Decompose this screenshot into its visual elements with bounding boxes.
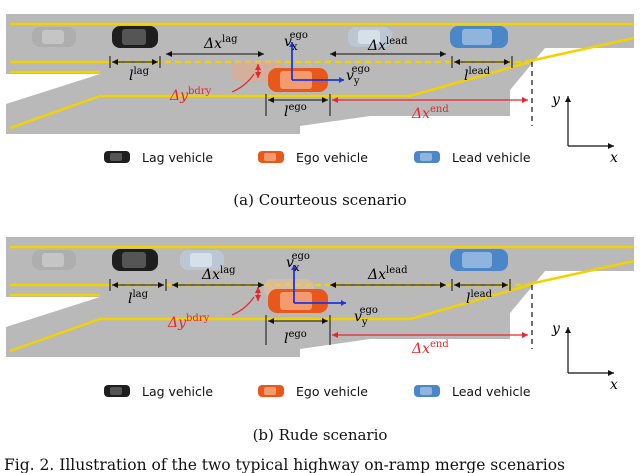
ramp-line-right [370,283,531,321]
lag-vehicle [112,26,158,48]
dy-bdry-annotation: Δybdry [169,64,261,104]
dy-bdry-label: Δybdry [169,86,212,104]
axis-x-label: x [610,150,618,166]
panel-caption-b: (b) Rude scenario [253,426,388,444]
vx-ego-annotation: vxego [286,251,310,303]
l-ego-label: lego [284,329,307,347]
l-lead-annotation: llead [451,56,513,84]
dx-lead-annotation: Δxlead [330,36,446,57]
ghost-vehicle-left [32,250,76,270]
dx-lag-label: Δxlag [201,265,236,283]
vx-ego-label: vxego [286,251,310,274]
l-lead-label: llead [466,289,493,307]
edge-taper-line [524,259,635,287]
l-lead-label: llead [464,66,491,84]
vx-ego-annotation: vxego [284,30,308,80]
axes: y x [551,321,618,393]
dx-lead-label: Δxlead [367,36,408,54]
l-lag-annotation: llag [109,56,161,84]
l-ego-annotation: lego [265,315,331,347]
l-lead-annotation: llead [451,279,511,307]
edge-taper-line [524,36,635,64]
dx-lead-annotation: Δxlead [330,265,446,288]
dx-lag-annotation: Δxlag [172,265,264,288]
axis-x-label: x [610,377,618,393]
lag-vehicle [112,249,158,271]
axes: y x [551,92,618,166]
legend: Lag vehicle Ego vehicle Lead vehicle [104,150,531,165]
dy-bdry-annotation: Δybdry [167,287,261,331]
l-ego-annotation: lego [265,94,331,120]
dx-lead-label: Δxlead [367,265,408,283]
panel-caption-a: (a) Courteous scenario [233,191,406,209]
figure-caption: Fig. 2. Illustration of the two typical … [4,456,565,473]
l-lag-annotation: llag [109,279,167,307]
legend-lag: Lag vehicle [142,150,213,165]
legend-ego-icon [258,385,284,397]
vy-ego-label: vyego [346,64,370,87]
legend-lead: Lead vehicle [452,150,531,165]
legend-lag-icon [104,151,130,163]
ramp-line-left [9,94,370,130]
legend-lead: Lead vehicle [452,384,531,399]
vy-ego-annotation: vyego [292,64,370,87]
ego-vehicle [268,289,328,313]
axis-y-label: y [551,321,561,337]
l-lag-label: llag [128,289,149,307]
l-ego-label: lego [284,102,307,120]
dx-lag-label: Δxlag [203,34,238,52]
legend-ego: Ego vehicle [296,150,368,165]
legend: Lag vehicle Ego vehicle Lead vehicle [104,384,531,399]
dx-lag-annotation: Δxlag [166,34,264,57]
dy-bdry-label: Δybdry [167,313,210,331]
ramp-line-right [370,60,531,98]
lead-vehicle [450,249,508,271]
dx-end-annotation: Δxend [332,62,533,126]
l-lag-label: llag [129,66,150,84]
panel-courteous: llag Δxlag vxego vyego Δxlead llead Δybd… [6,14,635,209]
ghost-vehicle-lag [180,250,224,270]
vx-ego-label: vxego [284,30,308,53]
lead-vehicle [450,26,508,48]
panel-rude: llag Δxlag vxego vyego Δxlead llead Δybd… [6,237,635,444]
ghost-vehicle-left [32,27,76,47]
ghost-vehicle-lead [348,27,392,47]
vy-ego-annotation: vyego [294,300,378,328]
vy-ego-label: vyego [354,305,378,328]
legend-lead-icon [414,385,440,397]
legend-ego: Ego vehicle [296,384,368,399]
dx-end-annotation: Δxend [332,285,533,357]
axis-y-label: y [551,92,561,108]
legend-lead-icon [414,151,440,163]
legend-lag: Lag vehicle [142,384,213,399]
dx-end-label: Δxend [411,339,449,357]
legend-lag-icon [104,385,130,397]
legend-ego-icon [258,151,284,163]
dx-end-label: Δxend [411,104,449,122]
